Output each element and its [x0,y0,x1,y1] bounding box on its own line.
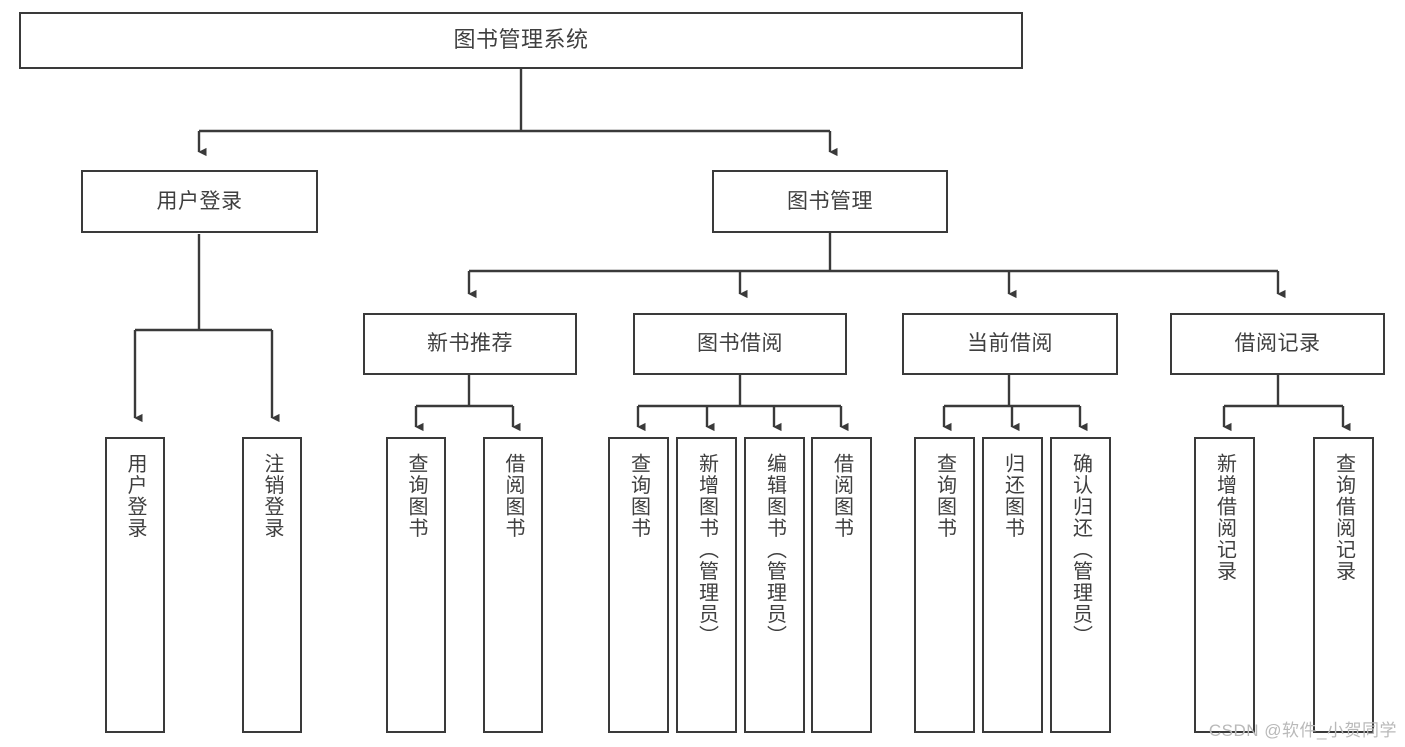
node-leaf-query-book-current[interactable]: 查询图书 [914,437,975,733]
node-label: 归还图书 [1001,453,1024,539]
node-leaf-return-book[interactable]: 归还图书 [982,437,1043,733]
node-label: 当前借阅 [967,332,1053,356]
node-label: 新增图书（管理员） [695,453,718,647]
node-leaf-confirm-return-admin[interactable]: 确认归还（管理员） [1050,437,1111,733]
node-leaf-query-borrow-record[interactable]: 查询借阅记录 [1313,437,1374,733]
node-leaf-borrow-book[interactable]: 借阅图书 [811,437,872,733]
node-user-login[interactable]: 用户登录 [81,170,318,233]
node-label: 编辑图书（管理员） [763,453,786,647]
node-label: 图书管理 [787,189,873,213]
node-new-book-recommend[interactable]: 新书推荐 [363,313,577,375]
node-label: 用户登录 [156,189,243,213]
node-label: 新书推荐 [427,332,513,356]
node-current-borrow[interactable]: 当前借阅 [902,313,1118,375]
node-root-system[interactable]: 图书管理系统 [19,12,1023,69]
node-leaf-add-book-admin[interactable]: 新增图书（管理员） [676,437,737,733]
node-book-management[interactable]: 图书管理 [712,170,948,233]
node-leaf-edit-book-admin[interactable]: 编辑图书（管理员） [744,437,805,733]
node-leaf-logout[interactable]: 注销登录 [242,437,302,733]
node-leaf-query-book-borrow[interactable]: 查询图书 [608,437,669,733]
node-label: 图书管理系统 [453,27,589,53]
node-label: 查询图书 [405,453,427,539]
node-label: 确认归还（管理员） [1069,453,1092,647]
node-label: 借阅记录 [1234,332,1321,356]
node-leaf-user-login[interactable]: 用户登录 [105,437,165,733]
node-label: 图书借阅 [697,332,783,356]
node-book-borrow[interactable]: 图书借阅 [633,313,847,375]
node-leaf-add-borrow-record[interactable]: 新增借阅记录 [1194,437,1255,733]
node-label: 查询借阅记录 [1332,453,1355,582]
node-label: 借阅图书 [830,453,853,539]
node-label: 借阅图书 [502,453,524,539]
node-leaf-borrow-book-new[interactable]: 借阅图书 [483,437,543,733]
node-borrow-record[interactable]: 借阅记录 [1170,313,1385,375]
node-label: 查询图书 [933,453,956,539]
node-label: 查询图书 [627,453,650,539]
node-leaf-query-book-new[interactable]: 查询图书 [386,437,446,733]
node-label: 新增借阅记录 [1213,453,1236,582]
node-label: 注销登录 [261,453,283,539]
node-label: 用户登录 [124,453,146,539]
